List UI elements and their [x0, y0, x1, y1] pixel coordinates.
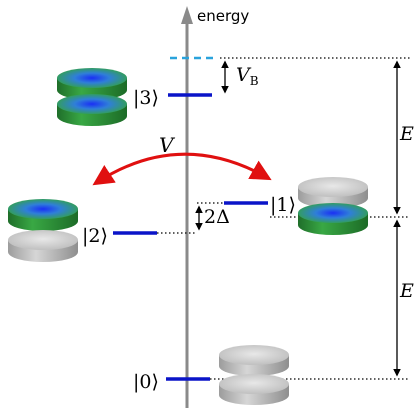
state-1-label: |1⟩ [270, 194, 296, 216]
coupling-label: V [159, 133, 176, 157]
barrier-label: VB [236, 64, 259, 88]
green-disk-icon [8, 199, 78, 231]
green-disk-icon [57, 94, 127, 126]
gap-lower-label: E [399, 280, 414, 302]
gray-disk-icon [219, 374, 289, 405]
gray-disk-icon [219, 345, 289, 376]
splitting-label: 2Δ [204, 206, 230, 228]
barrier-label-sub: B [250, 74, 259, 88]
gray-disk-icon [298, 177, 368, 208]
state-2-label: |2⟩ [82, 225, 108, 247]
gap-upper-label: E [399, 123, 414, 145]
green-disk-icon [57, 68, 127, 100]
energy-axis [181, 6, 193, 408]
coupling-arrow [92, 152, 272, 186]
state-3-label: |3⟩ [133, 87, 159, 109]
disk-pair-state-3 [57, 68, 127, 126]
disk-pair-state-2 [8, 199, 78, 262]
barrier-label-main: V [236, 64, 252, 86]
green-disk-icon [298, 203, 368, 235]
disk-pair-state-1 [298, 177, 368, 235]
axis-label: energy [197, 7, 249, 25]
state-0-label: |0⟩ [133, 371, 159, 393]
gray-disk-icon [8, 230, 78, 262]
reference-lines [157, 57, 410, 380]
disk-pair-state-0 [219, 345, 289, 405]
